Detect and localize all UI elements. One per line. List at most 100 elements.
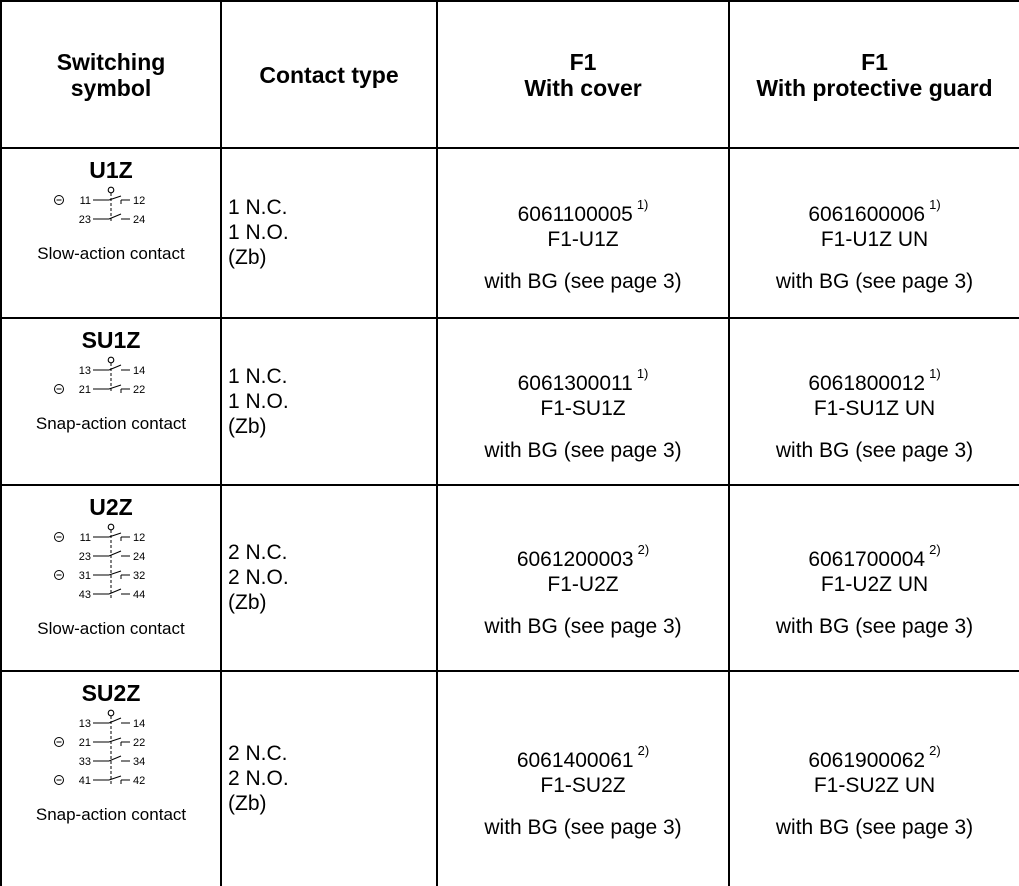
footnote-marker: 1) xyxy=(929,366,941,381)
footnote-marker: 2) xyxy=(637,542,650,557)
symbol-caption: Snap-action contact xyxy=(35,414,187,433)
column-divider xyxy=(436,0,438,886)
terminal-number: 21 xyxy=(79,737,91,749)
symbol-name: SU1Z xyxy=(81,327,141,353)
header-switching-symbol: Switching symbol xyxy=(56,48,166,101)
symbol-caption: Slow-action contact xyxy=(37,244,185,263)
header-with-cover: F1 With cover xyxy=(524,48,642,101)
symbol-name: U2Z xyxy=(89,494,133,520)
symbol-name: SU2Z xyxy=(81,680,141,706)
contact-type-line: 1 N.O. xyxy=(228,390,289,413)
no-contact-symbol: 13 14 xyxy=(79,364,145,377)
contact-type-line: 1 N.C. xyxy=(228,365,288,388)
terminal-number: 24 xyxy=(133,551,145,563)
terminal-number: 21 xyxy=(79,384,91,396)
contact-type-line: 2 N.C. xyxy=(228,742,288,765)
terminal-number: 11 xyxy=(80,532,91,544)
nc-contact-symbol: 41 42 xyxy=(54,775,145,787)
terminal-number: 11 xyxy=(80,195,91,207)
terminal-number: 42 xyxy=(133,775,145,787)
terminal-number: 43 xyxy=(79,589,91,601)
positive-opening-icon xyxy=(54,195,64,205)
positive-opening-icon xyxy=(54,775,64,785)
no-contact-symbol: 13 14 xyxy=(79,717,145,730)
contact-type-line: (Zb) xyxy=(228,591,267,614)
symbol-name: U1Z xyxy=(89,157,133,183)
article-number: 6061900062 xyxy=(808,749,926,772)
terminal-number: 22 xyxy=(133,384,145,396)
terminal-number: 12 xyxy=(133,532,145,544)
symbol-caption: Slow-action contact xyxy=(37,619,185,638)
contact-type-cell: 2 N.C.2 N.O.(Zb) xyxy=(222,741,436,816)
nc-contact-symbol: 11 12 xyxy=(54,532,145,544)
remark: with BG (see page 3) xyxy=(775,615,974,638)
contact-type-cell: 1 N.C.1 N.O.(Zb) xyxy=(222,195,436,270)
header-divider xyxy=(0,147,1019,149)
table-border-top xyxy=(0,0,1019,2)
article-number: 6061400061 xyxy=(516,749,634,772)
positive-opening-icon xyxy=(54,570,64,580)
terminal-number: 14 xyxy=(133,365,145,377)
model-name: F1-SU2Z UN xyxy=(813,774,936,797)
article-number: 6061300011 xyxy=(517,372,633,395)
article-number: 6061200003 xyxy=(516,548,634,571)
switching-symbol-diagram: 13 14 21 22 xyxy=(54,356,145,396)
footnote-marker: 2) xyxy=(929,542,941,557)
positive-opening-icon xyxy=(54,532,64,542)
contact-type-line: 2 N.C. xyxy=(228,541,288,564)
terminal-number: 23 xyxy=(79,551,91,563)
remark: with BG (see page 3) xyxy=(484,439,682,462)
footnote-marker: 2) xyxy=(929,743,941,758)
row-divider xyxy=(0,317,1019,319)
article-number: 6061700004 xyxy=(808,548,926,571)
actuator-icon xyxy=(107,186,115,194)
terminal-number: 32 xyxy=(133,570,145,582)
contact-type-line: (Zb) xyxy=(228,415,267,438)
terminal-number: 34 xyxy=(133,756,145,768)
terminal-number: 13 xyxy=(79,365,91,377)
contact-type-cell: 1 N.C.1 N.O.(Zb) xyxy=(222,364,436,439)
terminal-number: 13 xyxy=(79,718,91,730)
remark: with BG (see page 3) xyxy=(484,270,682,293)
header-contact-type: Contact type xyxy=(259,61,399,88)
actuator-icon xyxy=(107,709,115,717)
model-name: F1-SU1Z xyxy=(540,397,626,420)
column-divider xyxy=(728,0,730,886)
header-with-protective-guard: F1 With protective guard xyxy=(756,48,993,101)
terminal-number: 24 xyxy=(133,214,145,226)
footnote-marker: 1) xyxy=(929,197,941,212)
terminal-number: 41 xyxy=(79,775,91,787)
actuator-icon xyxy=(107,356,115,364)
article-number: 6061800012 xyxy=(808,372,926,395)
model-name: F1-U2Z UN xyxy=(820,573,929,596)
symbol-caption: Snap-action contact xyxy=(35,805,187,824)
contact-type-line: 1 N.C. xyxy=(228,196,288,219)
model-name: F1-SU2Z xyxy=(540,774,626,797)
terminal-number: 14 xyxy=(133,718,145,730)
contact-type-line: (Zb) xyxy=(228,792,267,815)
footnote-marker: 1) xyxy=(636,366,649,381)
remark: with BG (see page 3) xyxy=(775,439,974,462)
terminal-number: 22 xyxy=(133,737,145,749)
model-name: F1-U1Z UN xyxy=(820,228,929,251)
